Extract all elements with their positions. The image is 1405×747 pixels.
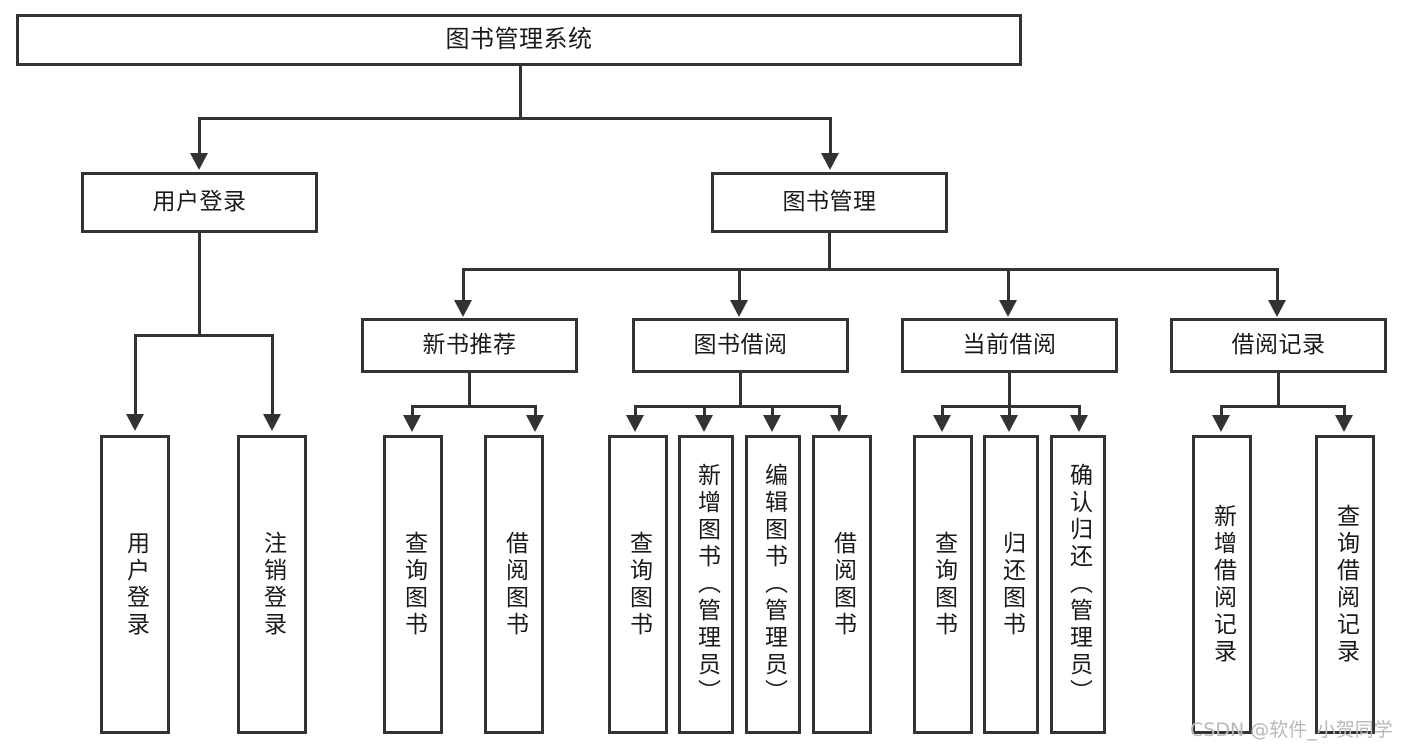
connector-nb-to-leaf-1	[411, 405, 414, 417]
leaf-query-book-recommend[interactable]: 查询图书	[383, 435, 443, 734]
connector-cb-to-leaf-1	[941, 405, 944, 417]
node-label: 图书管理	[782, 189, 877, 216]
arrowhead-br-leaf-1	[1212, 415, 1230, 432]
arrowhead-br-leaf-2	[1335, 415, 1353, 432]
connector-root-stem	[519, 66, 522, 117]
node-book-borrow[interactable]: 图书借阅	[632, 318, 849, 373]
connector-new-book-stem	[468, 373, 471, 407]
node-label: 图书管理系统	[445, 25, 593, 54]
node-label: 当前借阅	[962, 332, 1057, 359]
leaf-label: 借阅图书	[829, 530, 856, 639]
arrowhead-bb-leaf-2	[695, 415, 713, 432]
node-label: 图书借阅	[693, 332, 788, 359]
leaf-label: 查询图书	[400, 530, 427, 639]
connector-borrow-record-bar	[1220, 405, 1346, 408]
connector-nb-to-leaf-2	[534, 405, 537, 417]
connector-book-management-stem	[828, 233, 831, 271]
arrowhead-leaf-user-login-1	[126, 414, 144, 431]
connector-user-login-bar	[134, 334, 274, 337]
leaf-query-book-borrow[interactable]: 查询图书	[608, 435, 668, 734]
arrowhead-cb-leaf-1	[933, 415, 951, 432]
leaf-add-book-admin[interactable]: 新增图书（管理员）	[678, 435, 734, 734]
connector-bb-to-leaf-3	[771, 405, 774, 417]
leaf-query-book-current[interactable]: 查询图书	[913, 435, 973, 734]
connector-bb-to-leaf-1	[634, 405, 637, 417]
node-user-login[interactable]: 用户登录	[81, 172, 318, 233]
leaf-return-book[interactable]: 归还图书	[983, 435, 1039, 734]
csdn-watermark: CSDN @软件_小贺同学	[1190, 715, 1393, 742]
connector-book-management-bar	[462, 268, 1279, 271]
connector-root-bar	[198, 117, 832, 120]
connector-cb-to-leaf-3	[1078, 405, 1081, 417]
node-borrow-record[interactable]: 借阅记录	[1170, 318, 1387, 373]
node-label: 新书推荐	[422, 332, 517, 359]
arrowhead-book-borrow	[730, 300, 748, 317]
leaf-label: 查询图书	[625, 530, 652, 639]
watermark-text: CSDN @软件_小贺同学	[1190, 719, 1393, 741]
arrowhead-bb-leaf-4	[830, 415, 848, 432]
leaf-label: 查询借阅记录	[1332, 503, 1359, 666]
connector-bb-to-leaf-2	[703, 405, 706, 417]
connector-book-borrow-bar	[634, 405, 840, 408]
connector-cb-to-leaf-2	[1008, 405, 1011, 417]
leaf-label: 用户登录	[122, 530, 149, 639]
connector-user-login-to-leaf-2	[271, 334, 274, 416]
leaf-borrow-book-recommend[interactable]: 借阅图书	[484, 435, 544, 734]
connector-br-to-leaf-2	[1343, 405, 1346, 417]
leaf-label: 注销登录	[259, 530, 286, 639]
leaf-label: 归还图书	[998, 530, 1025, 639]
leaf-label: 借阅图书	[501, 530, 528, 639]
leaf-label: 新增借阅记录	[1209, 503, 1236, 666]
connector-bm-to-new-book	[462, 268, 465, 302]
leaf-label: 编辑图书（管理员）	[760, 463, 787, 706]
connector-root-to-user-login	[198, 117, 201, 155]
leaf-user-login[interactable]: 用户登录	[100, 435, 170, 734]
connector-book-borrow-stem	[739, 373, 742, 407]
leaf-edit-book-admin[interactable]: 编辑图书（管理员）	[745, 435, 801, 734]
node-new-book-recommend[interactable]: 新书推荐	[361, 318, 578, 373]
connector-bm-to-borrow-record	[1276, 268, 1279, 302]
leaf-confirm-return-admin[interactable]: 确认归还（管理员）	[1050, 435, 1106, 734]
leaf-label: 新增图书（管理员）	[693, 463, 720, 706]
node-label: 借阅记录	[1231, 332, 1326, 359]
node-label: 用户登录	[152, 189, 247, 216]
arrowhead-bb-leaf-1	[626, 415, 644, 432]
leaf-borrow-book[interactable]: 借阅图书	[812, 435, 872, 734]
arrowhead-leaf-user-login-2	[263, 414, 281, 431]
connector-bm-to-book-borrow	[738, 268, 741, 302]
connector-new-book-bar	[411, 405, 537, 408]
leaf-add-borrow-record[interactable]: 新增借阅记录	[1192, 435, 1252, 734]
connector-br-to-leaf-1	[1220, 405, 1223, 417]
connector-current-borrow-stem	[1008, 373, 1011, 407]
connector-bm-to-current-borrow	[1007, 268, 1010, 302]
leaf-label: 确认归还（管理员）	[1065, 463, 1092, 706]
node-book-management[interactable]: 图书管理	[711, 172, 948, 233]
arrowhead-cb-leaf-3	[1070, 415, 1088, 432]
arrowhead-new-book-recommend	[454, 300, 472, 317]
leaf-label: 查询图书	[930, 530, 957, 639]
leaf-logout[interactable]: 注销登录	[237, 435, 307, 734]
connector-borrow-record-stem	[1277, 373, 1280, 407]
node-root-book-management-system[interactable]: 图书管理系统	[16, 14, 1022, 66]
arrowhead-bb-leaf-3	[763, 415, 781, 432]
arrowhead-book-management	[821, 153, 839, 170]
arrowhead-nb-leaf-2	[526, 415, 544, 432]
connector-current-borrow-bar	[941, 405, 1081, 408]
connector-bb-to-leaf-4	[838, 405, 841, 417]
arrowhead-cb-leaf-2	[1000, 415, 1018, 432]
arrowhead-user-login	[190, 153, 208, 170]
arrowhead-current-borrow	[999, 300, 1017, 317]
connector-user-login-to-leaf-1	[134, 334, 137, 416]
connector-user-login-stem	[198, 233, 201, 336]
node-current-borrow[interactable]: 当前借阅	[901, 318, 1118, 373]
connector-root-to-book-management	[829, 117, 832, 155]
leaf-query-borrow-record[interactable]: 查询借阅记录	[1315, 435, 1375, 734]
arrowhead-borrow-record	[1268, 300, 1286, 317]
arrowhead-nb-leaf-1	[403, 415, 421, 432]
